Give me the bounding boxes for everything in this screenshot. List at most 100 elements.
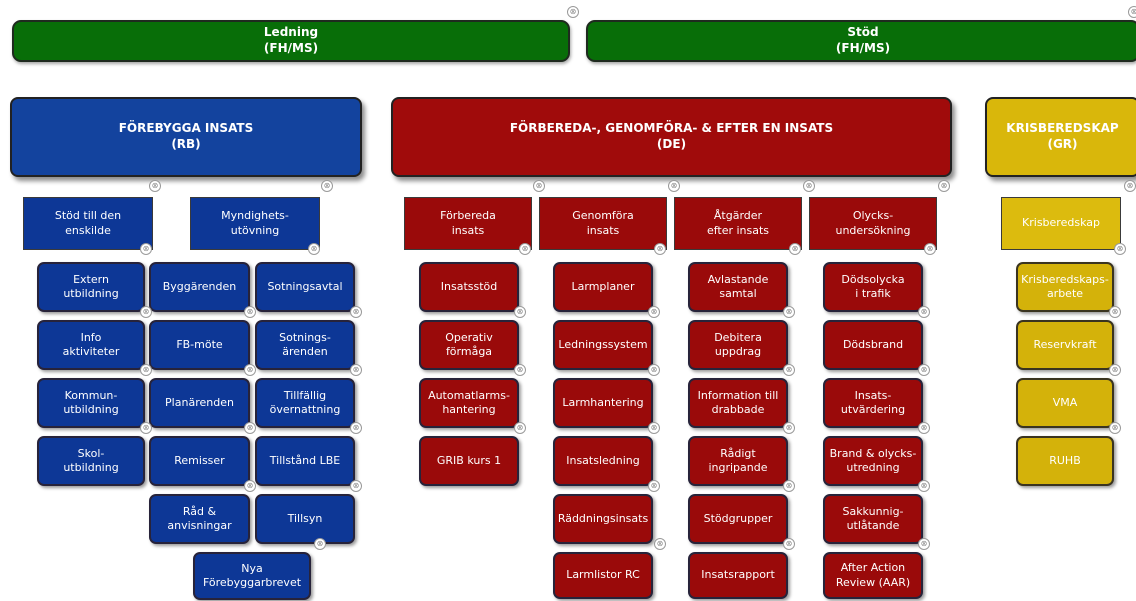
collapse-circle-icon[interactable]: ⊗ xyxy=(140,306,152,318)
collapse-circle-icon[interactable]: ⊗ xyxy=(244,480,256,492)
collapse-circle-icon[interactable]: ⊗ xyxy=(350,306,362,318)
node-skolutbildning[interactable]: Skol- utbildning xyxy=(37,436,145,486)
collapse-circle-icon[interactable]: ⊗ xyxy=(918,422,930,434)
node-olycksundersokning[interactable]: Olycks- undersökning xyxy=(809,197,937,250)
node-after-action-review[interactable]: After Action Review (AAR) xyxy=(823,552,923,599)
collapse-circle-icon[interactable]: ⊗ xyxy=(648,480,660,492)
collapse-circle-icon[interactable]: ⊗ xyxy=(140,243,152,255)
node-larmlistor-rc[interactable]: Larmlistor RC xyxy=(553,552,653,599)
node-tillfallig-overnattning[interactable]: Tillfällig övernattning xyxy=(255,378,355,428)
node-larmplaner[interactable]: Larmplaner xyxy=(553,262,653,312)
node-raddningsinsats[interactable]: Räddningsinsats xyxy=(553,494,653,544)
collapse-circle-icon[interactable]: ⊗ xyxy=(350,364,362,376)
node-insatsledning[interactable]: Insatsledning xyxy=(553,436,653,486)
collapse-circle-icon[interactable]: ⊗ xyxy=(514,364,526,376)
collapse-circle-icon[interactable]: ⊗ xyxy=(668,180,680,192)
node-tillsyn[interactable]: Tillsyn xyxy=(255,494,355,544)
collapse-circle-icon[interactable]: ⊗ xyxy=(149,180,161,192)
node-ledningssystem[interactable]: Ledningssystem xyxy=(553,320,653,370)
collapse-circle-icon[interactable]: ⊗ xyxy=(918,364,930,376)
collapse-circle-icon[interactable]: ⊗ xyxy=(244,422,256,434)
node-dodsolycka-i-trafik[interactable]: Dödsolycka i trafik xyxy=(823,262,923,312)
node-remisser[interactable]: Remisser xyxy=(149,436,250,486)
node-ruhb[interactable]: RUHB xyxy=(1016,436,1114,486)
node-fb-mote[interactable]: FB-möte xyxy=(149,320,250,370)
collapse-circle-icon[interactable]: ⊗ xyxy=(783,538,795,550)
collapse-circle-icon[interactable]: ⊗ xyxy=(140,422,152,434)
node-dodsbrand[interactable]: Dödsbrand xyxy=(823,320,923,370)
collapse-circle-icon[interactable]: ⊗ xyxy=(648,306,660,318)
collapse-circle-icon[interactable]: ⊗ xyxy=(803,180,815,192)
node-genomfora-insats[interactable]: Genomföra insats xyxy=(539,197,667,250)
collapse-circle-icon[interactable]: ⊗ xyxy=(350,480,362,492)
node-atgarder-efter-insats[interactable]: Åtgärder efter insats xyxy=(674,197,802,250)
collapse-circle-icon[interactable]: ⊗ xyxy=(1124,180,1136,192)
collapse-circle-icon[interactable]: ⊗ xyxy=(648,364,660,376)
collapse-circle-icon[interactable]: ⊗ xyxy=(783,364,795,376)
node-forbereda-insats[interactable]: Förbereda insats xyxy=(404,197,532,250)
collapse-circle-icon[interactable]: ⊗ xyxy=(918,538,930,550)
collapse-circle-icon[interactable]: ⊗ xyxy=(244,306,256,318)
node-stod[interactable]: Stöd (FH/MS) xyxy=(586,20,1136,62)
collapse-circle-icon[interactable]: ⊗ xyxy=(314,538,326,550)
node-info-aktiviteter[interactable]: Info aktiviteter xyxy=(37,320,145,370)
node-insatsutvardering[interactable]: Insats- utvärdering xyxy=(823,378,923,428)
node-forebygga-insats[interactable]: FÖREBYGGA INSATS (RB) xyxy=(10,97,362,177)
collapse-circle-icon[interactable]: ⊗ xyxy=(1128,6,1136,18)
node-krisberedskapsarbete[interactable]: Krisberedskaps- arbete xyxy=(1016,262,1114,312)
collapse-circle-icon[interactable]: ⊗ xyxy=(648,422,660,434)
node-insatsstod[interactable]: Insatsstöd xyxy=(419,262,519,312)
collapse-circle-icon[interactable]: ⊗ xyxy=(918,306,930,318)
node-sotningsarenden[interactable]: Sotnings- ärenden xyxy=(255,320,355,370)
node-brand-olycksutredning[interactable]: Brand & olycks- utredning xyxy=(823,436,923,486)
collapse-circle-icon[interactable]: ⊗ xyxy=(654,538,666,550)
node-forbereda-genomfora-efter[interactable]: FÖRBEREDA-, GENOMFÖRA- & EFTER EN INSATS… xyxy=(391,97,952,177)
collapse-circle-icon[interactable]: ⊗ xyxy=(1109,306,1121,318)
collapse-circle-icon[interactable]: ⊗ xyxy=(140,364,152,376)
node-grib-kurs-1[interactable]: GRIB kurs 1 xyxy=(419,436,519,486)
node-larmhantering[interactable]: Larmhantering xyxy=(553,378,653,428)
node-sakkunnigutlatande[interactable]: Sakkunnig- utlåtande xyxy=(823,494,923,544)
collapse-circle-icon[interactable]: ⊗ xyxy=(514,306,526,318)
node-ledning[interactable]: Ledning (FH/MS) xyxy=(12,20,570,62)
node-tillstand-lbe[interactable]: Tillstånd LBE xyxy=(255,436,355,486)
node-extern-utbildning[interactable]: Extern utbildning xyxy=(37,262,145,312)
node-reservkraft[interactable]: Reservkraft xyxy=(1016,320,1114,370)
collapse-circle-icon[interactable]: ⊗ xyxy=(924,243,936,255)
collapse-circle-icon[interactable]: ⊗ xyxy=(519,243,531,255)
collapse-circle-icon[interactable]: ⊗ xyxy=(783,306,795,318)
collapse-circle-icon[interactable]: ⊗ xyxy=(783,480,795,492)
node-automatlarmshantering[interactable]: Automatlarms- hantering xyxy=(419,378,519,428)
node-myndighetsutovning[interactable]: Myndighets- utövning xyxy=(190,197,320,250)
collapse-circle-icon[interactable]: ⊗ xyxy=(1109,422,1121,434)
collapse-circle-icon[interactable]: ⊗ xyxy=(789,243,801,255)
node-debitera-uppdrag[interactable]: Debitera uppdrag xyxy=(688,320,788,370)
collapse-circle-icon[interactable]: ⊗ xyxy=(567,6,579,18)
node-operativ-formaga[interactable]: Operativ förmåga xyxy=(419,320,519,370)
collapse-circle-icon[interactable]: ⊗ xyxy=(308,243,320,255)
node-krisberedskap-gr[interactable]: KRISBEREDSKAP (GR) xyxy=(985,97,1136,177)
node-krisberedskap[interactable]: Krisberedskap xyxy=(1001,197,1121,250)
node-radigt-ingripande[interactable]: Rådigt ingripande xyxy=(688,436,788,486)
node-avlastande-samtal[interactable]: Avlastande samtal xyxy=(688,262,788,312)
collapse-circle-icon[interactable]: ⊗ xyxy=(350,422,362,434)
node-sotningsavtal[interactable]: Sotningsavtal xyxy=(255,262,355,312)
collapse-circle-icon[interactable]: ⊗ xyxy=(918,480,930,492)
node-kommunutbildning[interactable]: Kommun- utbildning xyxy=(37,378,145,428)
node-insatsrapport[interactable]: Insatsrapport xyxy=(688,552,788,599)
collapse-circle-icon[interactable]: ⊗ xyxy=(1114,243,1126,255)
collapse-circle-icon[interactable]: ⊗ xyxy=(938,180,950,192)
collapse-circle-icon[interactable]: ⊗ xyxy=(533,180,545,192)
collapse-circle-icon[interactable]: ⊗ xyxy=(783,422,795,434)
node-stodgrupper[interactable]: Stödgrupper xyxy=(688,494,788,544)
node-vma[interactable]: VMA xyxy=(1016,378,1114,428)
collapse-circle-icon[interactable]: ⊗ xyxy=(244,364,256,376)
node-stod-till-den-enskilde[interactable]: Stöd till den enskilde xyxy=(23,197,153,250)
collapse-circle-icon[interactable]: ⊗ xyxy=(514,422,526,434)
node-byggarenden[interactable]: Byggärenden xyxy=(149,262,250,312)
collapse-circle-icon[interactable]: ⊗ xyxy=(1109,364,1121,376)
node-nya-forebyggarbrevet[interactable]: Nya Förebyggarbrevet xyxy=(193,552,311,600)
collapse-circle-icon[interactable]: ⊗ xyxy=(654,243,666,255)
node-rad-anvisningar[interactable]: Råd & anvisningar xyxy=(149,494,250,544)
node-information-till-drabbade[interactable]: Information till drabbade xyxy=(688,378,788,428)
